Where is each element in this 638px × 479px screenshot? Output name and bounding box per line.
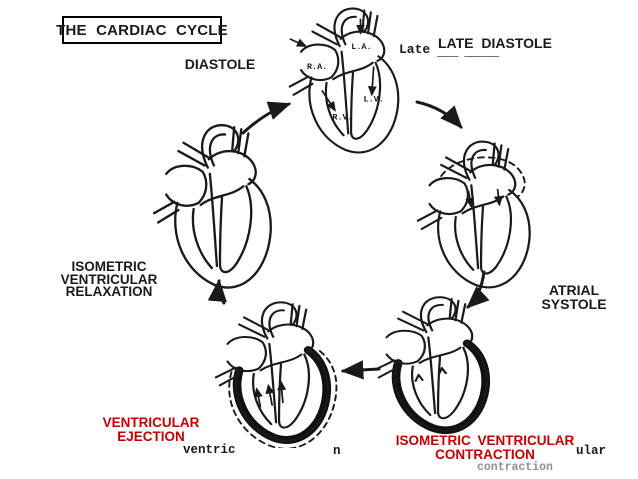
chamber-label-rv: R.V. [332, 113, 352, 123]
heart-late-diastole-figure: L.A. R.A. L.V. R.V. [286, 4, 418, 160]
scan-text-faint-contraction: contraction [477, 461, 553, 474]
heart-isometric-ventricular-contraction-figure [371, 293, 507, 438]
heart-ventricular-ejection-figure [212, 298, 348, 448]
label-ve-line2: EJECTION [117, 429, 185, 444]
label-atrial-systole: ATRIAL SYSTOLE [532, 283, 616, 311]
label-ve-line1: VENTRICULAR [102, 415, 200, 430]
label-ivc-line2: CONTRACTION [435, 446, 535, 462]
label-ventricular-ejection: VENTRICULAR EJECTION [95, 416, 207, 444]
scan-text-ventric-fragment: ventric [183, 443, 236, 457]
scan-text-ular-fragment: ular [576, 444, 607, 458]
label-diastole: DIASTOLE [184, 56, 256, 72]
label-late-diastole: LATE DIASTOLE [438, 35, 552, 51]
label-ivr-line2: VENTRICULAR [60, 271, 158, 287]
chamber-label-ra: R.A. [307, 62, 327, 72]
label-ivr-line1: ISOMETRIC [71, 259, 147, 274]
label-isometric-ventricular-contraction: ISOMETRIC VENTRICULAR CONTRACTION [393, 434, 577, 461]
scan-text-late: Late [399, 42, 431, 57]
label-atrial-systole-line1: ATRIAL [548, 282, 600, 298]
scan-text-late-underline: ___ _____ [437, 44, 499, 59]
page-title: THE CARDIAC CYCLE [56, 21, 228, 39]
scan-text-n-fragment: n [333, 444, 341, 458]
label-atrial-systole-line2: SYSTOLE [541, 296, 607, 312]
label-ivr-line3: RELAXATION [65, 284, 153, 299]
title-box: THE CARDIAC CYCLE [56, 16, 228, 44]
heart-atrial-systole-figure [414, 137, 550, 295]
chamber-label-la: L.A. [351, 42, 371, 52]
chamber-label-lv: L.V. [364, 94, 384, 104]
label-isometric-ventricular-relaxation: ISOMETRIC VENTRICULAR RELAXATION [54, 259, 164, 299]
heart-isometric-ventricular-relaxation-figure [150, 120, 292, 296]
label-ivc-line1: ISOMETRIC VENTRICULAR [395, 433, 575, 448]
arrow-diastole-to-atrial-systole [415, 100, 463, 129]
